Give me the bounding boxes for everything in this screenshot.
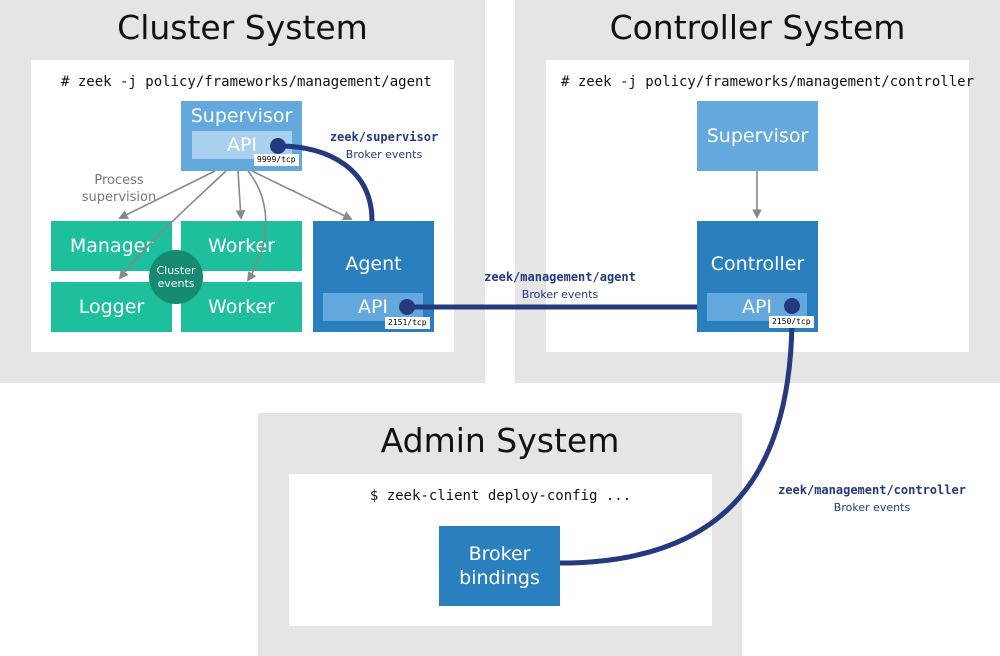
controller-api-dot bbox=[784, 298, 800, 314]
cluster-events-badge: Cluster events bbox=[149, 250, 203, 304]
admin-command: $ zeek-client deploy-config ... bbox=[369, 488, 632, 504]
broker-bindings-node: Broker bindings bbox=[439, 526, 560, 606]
agent-label: Agent bbox=[345, 253, 402, 275]
controller-events-label: Broker events bbox=[833, 501, 911, 514]
controller-supervisor-node: Supervisor bbox=[697, 101, 818, 171]
controller-command: # zeek -j policy/frameworks/management/c… bbox=[561, 74, 975, 90]
admin-system-title: Admin System bbox=[380, 421, 620, 460]
arrow-to-worker-top bbox=[235, 170, 246, 220]
agent-api-label: API bbox=[357, 296, 389, 318]
controller-port-label: 2150/tcp bbox=[769, 316, 814, 328]
worker-node-top: Worker bbox=[181, 221, 302, 271]
controller-label: Controller bbox=[710, 253, 805, 275]
process-supervision-label: Process supervision bbox=[81, 173, 157, 205]
controller-api-label: API bbox=[741, 296, 773, 318]
agent-port-label: 2151/tcp bbox=[385, 317, 430, 329]
cluster-command: # zeek -j policy/frameworks/management/a… bbox=[61, 74, 432, 90]
supervisor-port-label: 9999/tcp bbox=[254, 154, 299, 166]
controller-topic-label: zeek/management/controller bbox=[778, 483, 966, 497]
supervisor-topic-label: zeek/supervisor bbox=[329, 130, 439, 144]
controller-system-title: Controller System bbox=[609, 8, 906, 47]
supervisor-agent-link bbox=[277, 143, 375, 222]
arrow-to-worker-bottom bbox=[246, 170, 267, 282]
arrow-to-agent bbox=[251, 170, 353, 220]
supervisor-events-label: Broker events bbox=[345, 148, 423, 161]
controller-broker-link bbox=[559, 321, 795, 566]
agent-events-label: Broker events bbox=[521, 288, 599, 301]
arrow-to-manager bbox=[118, 170, 216, 219]
worker-node-bottom: Worker bbox=[181, 282, 302, 332]
cluster-system-title: Cluster System bbox=[117, 8, 368, 47]
cluster-supervisor-label: Supervisor bbox=[190, 105, 293, 127]
agent-topic-label: zeek/management/agent bbox=[484, 270, 636, 284]
arrow-to-logger bbox=[118, 170, 227, 280]
process-supervision-arrows bbox=[118, 170, 353, 282]
supervisor-api-dot bbox=[270, 138, 286, 154]
agent-api-dot bbox=[399, 299, 415, 315]
cluster-supervisor-api-label: API bbox=[226, 134, 258, 156]
